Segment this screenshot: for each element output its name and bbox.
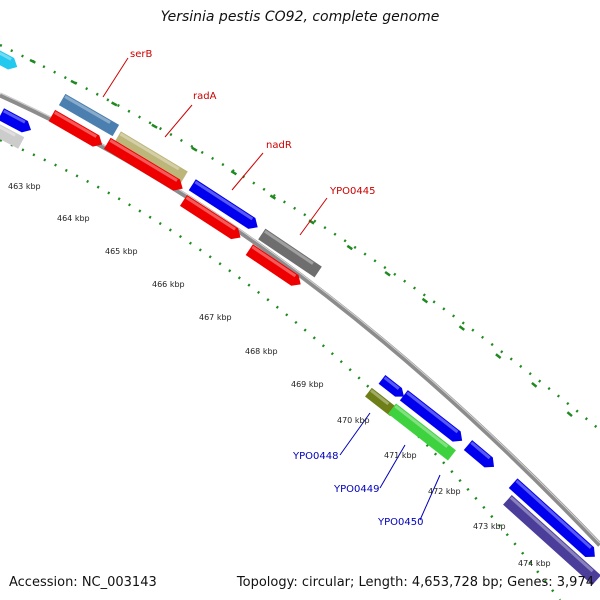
leader-nadR	[231, 152, 264, 191]
tick-labels: 463 kbp 464 kbp 465 kbp 466 kbp 467 kbp …	[8, 182, 551, 568]
leader-YPO0449	[379, 444, 406, 489]
leader-serB	[102, 57, 129, 98]
tick-label: 470 kbp	[337, 416, 370, 425]
feature-YPO0445	[258, 228, 322, 278]
gene-label: nadR	[266, 140, 292, 151]
feature-radA	[114, 131, 188, 183]
tick-label: 474 kbp	[518, 559, 551, 568]
gene-label: YPO0445	[329, 186, 375, 197]
topology-text: Topology: circular; Length: 4,653,728 bp…	[236, 575, 594, 590]
gene-labels: serB radA nadR YPO0445 YPO0448 YPO0449 Y…	[130, 49, 423, 528]
gene-label: serB	[130, 49, 152, 60]
leader-YPO0445	[299, 197, 328, 236]
tick-label: 463 kbp	[8, 182, 41, 191]
accession-text: Accession: NC_003143	[9, 575, 157, 590]
feature-blue	[463, 440, 495, 468]
map-title: Yersinia pestis CO92, complete genome	[160, 9, 440, 25]
tick-rings	[0, 43, 600, 600]
feature-YPO0448	[365, 387, 397, 417]
inner-tick-ring	[0, 138, 561, 600]
leader-radA	[164, 104, 193, 138]
outer-tick-ring	[0, 43, 600, 431]
tick-label: 466 kbp	[152, 280, 185, 289]
feature-blue	[0, 108, 32, 133]
feature-large-blue	[508, 478, 595, 557]
feature-red	[179, 195, 241, 240]
feature-YPO0450	[503, 495, 600, 585]
gene-label: radA	[193, 91, 217, 102]
tick-label: 468 kbp	[245, 347, 278, 356]
gene-label: YPO0448	[292, 451, 338, 462]
tick-label: 465 kbp	[105, 247, 138, 256]
genome-backbone	[0, 92, 600, 547]
feature-red	[245, 244, 301, 286]
tick-label: 473 kbp	[473, 522, 506, 531]
gene-label: YPO0449	[333, 484, 379, 495]
feature-nadR	[188, 179, 258, 229]
genome-backbone-highlight	[0, 92, 600, 544]
leader-YPO0450	[419, 474, 441, 521]
feature-red	[103, 137, 183, 191]
tick-label: 471 kbp	[384, 451, 417, 460]
feature-red	[48, 109, 103, 147]
gene-label: YPO0450	[377, 517, 423, 528]
tick-label: 464 kbp	[57, 214, 90, 223]
tick-label: 467 kbp	[199, 313, 232, 322]
feature-track	[0, 47, 600, 585]
feature-serB	[58, 93, 120, 137]
feature-blue	[399, 390, 463, 442]
feature-cyan	[0, 47, 18, 70]
leader-YPO0448	[339, 412, 371, 456]
tick-label: 472 kbp	[428, 487, 461, 496]
label-leaders	[102, 57, 441, 521]
feature-light-grey	[0, 123, 25, 149]
tick-label: 469 kbp	[291, 380, 324, 389]
feature-YPO0449	[388, 403, 456, 461]
feature-blue	[378, 375, 405, 397]
